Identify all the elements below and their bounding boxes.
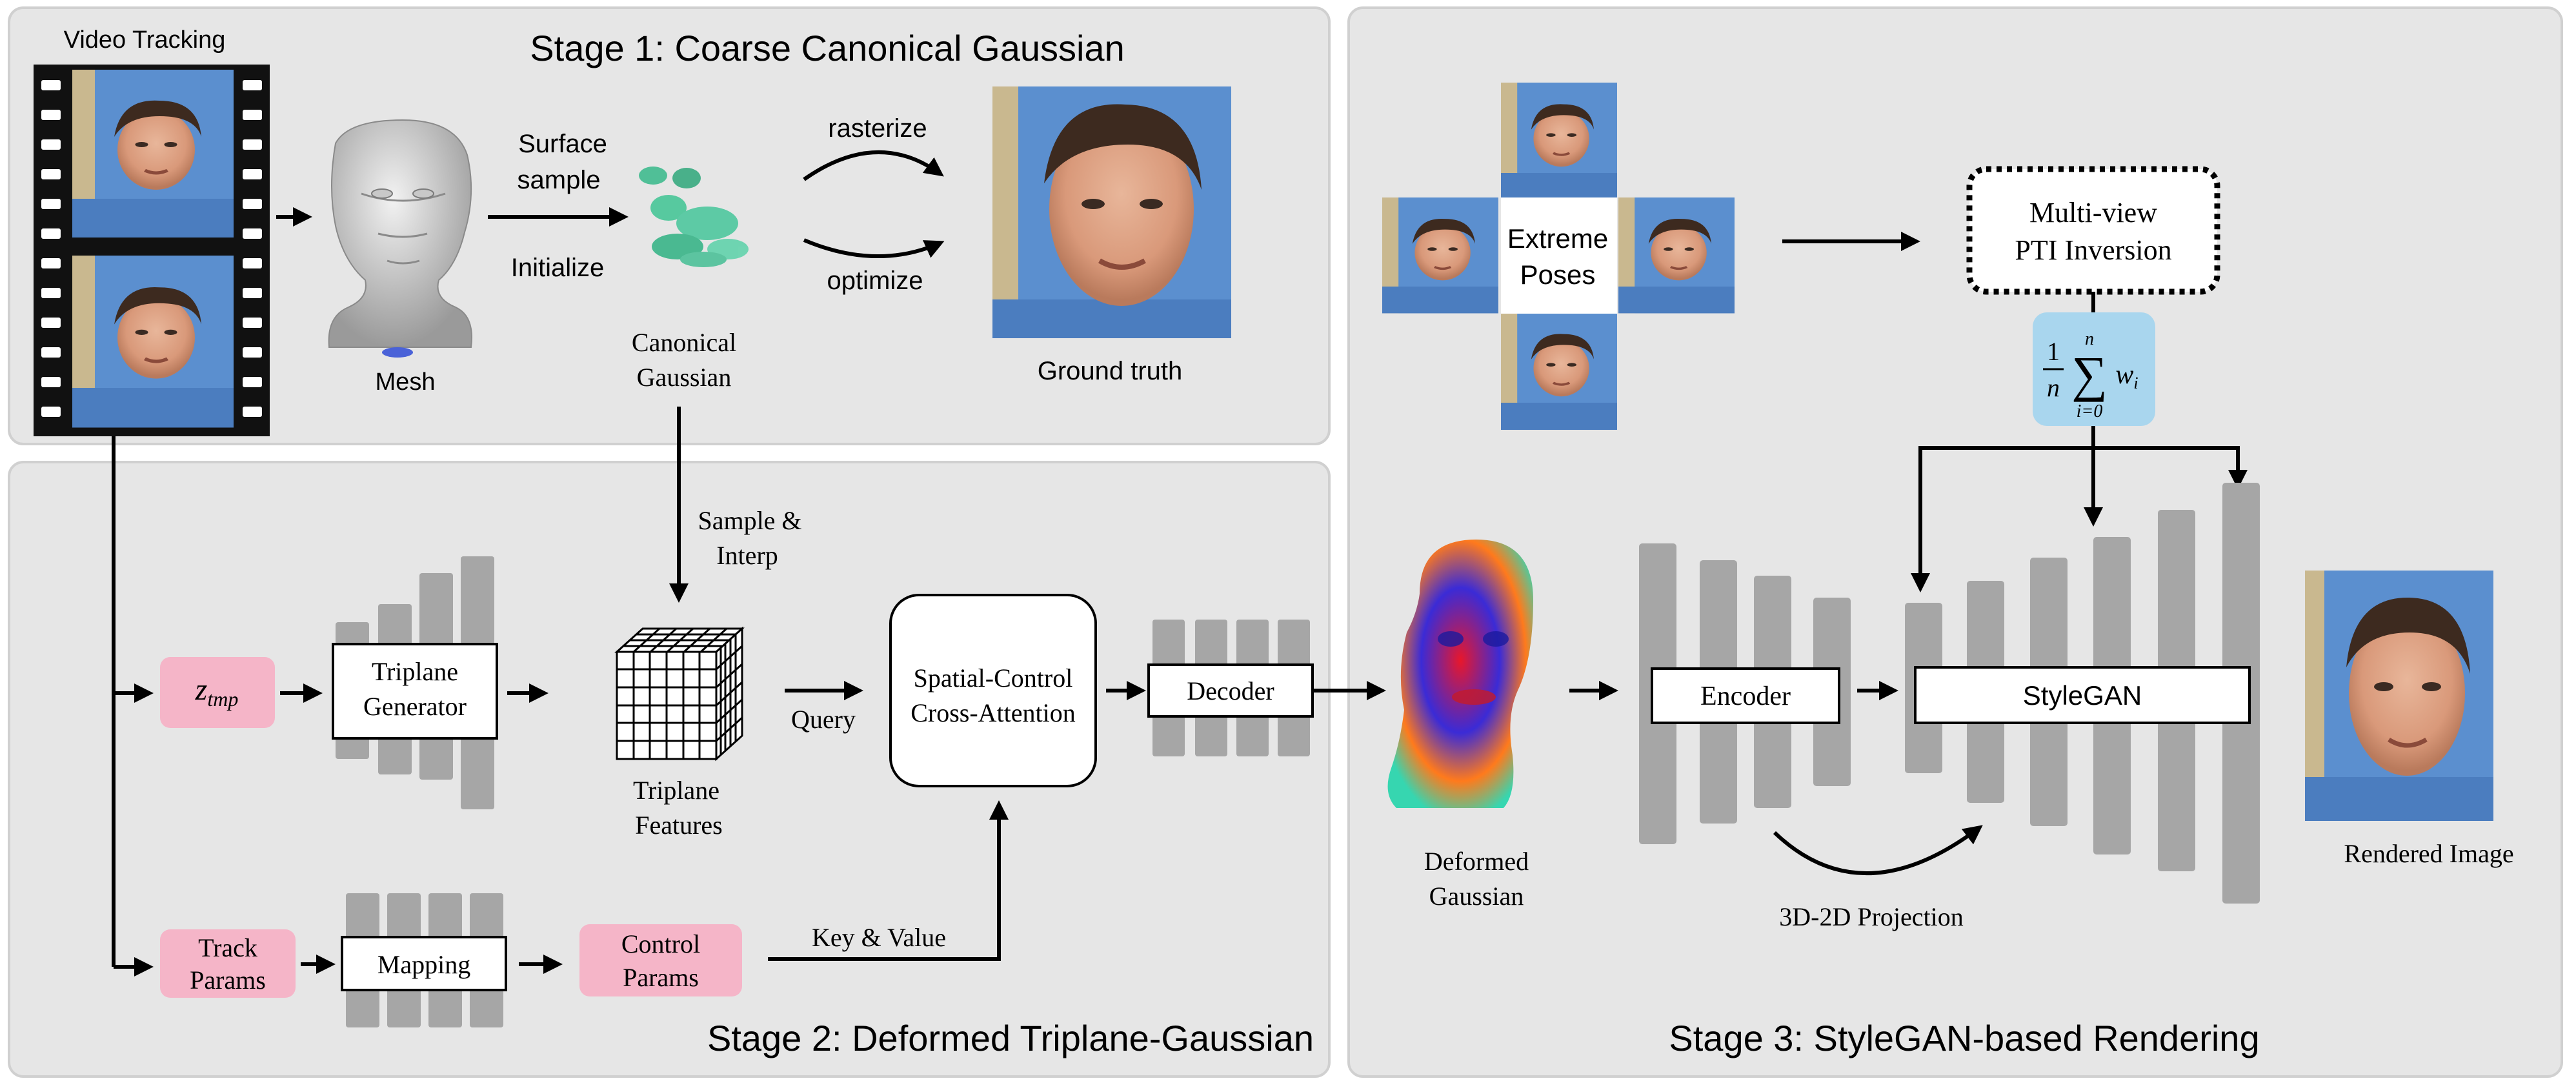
stylegan-label: StyleGAN — [2023, 680, 2142, 711]
average-formula: 1 n n ∑ i=0 wi — [2043, 329, 2138, 421]
key-value-label: Key & Value — [812, 923, 946, 952]
rendered-image — [2305, 571, 2493, 821]
deformed-line1: Deformed — [1424, 847, 1529, 876]
sample-interp-line1: Sample & — [698, 506, 801, 535]
mesh-head-icon — [328, 119, 472, 358]
mapping-label: Mapping — [377, 950, 470, 979]
svg-text:1: 1 — [2047, 337, 2060, 366]
triplane-generator-box — [332, 643, 498, 740]
svg-text:n: n — [2085, 329, 2094, 349]
deformed-line2: Gaussian — [1429, 882, 1524, 911]
encoder-box — [1651, 667, 1840, 724]
attention-line1: Spatial-Control — [914, 663, 1073, 693]
z-tmp-box — [160, 657, 275, 728]
svg-text:i=0: i=0 — [2077, 401, 2103, 421]
control-line1: Control — [621, 929, 700, 958]
extreme-poses-grid — [1382, 83, 1735, 430]
video-frame-1 — [72, 70, 234, 238]
canonical-gaussian-icon — [639, 167, 749, 267]
ground-truth-label: Ground truth — [1038, 357, 1183, 385]
track-line1: Track — [198, 933, 257, 962]
pose-left — [1382, 197, 1498, 313]
optimize-label: optimize — [827, 267, 923, 295]
decoder-box — [1147, 663, 1314, 718]
video-film-strip — [34, 65, 270, 436]
query-label: Query — [791, 705, 856, 734]
svg-text:n: n — [2047, 373, 2060, 402]
track-params-box — [160, 929, 296, 998]
rendered-label: Rendered Image — [2344, 839, 2513, 868]
pose-bottom — [1501, 312, 1617, 430]
triplane-gen-line1: Triplane — [372, 657, 458, 686]
svg-text:∑: ∑ — [2071, 346, 2108, 402]
control-params-box — [579, 924, 742, 996]
video-frame-2 — [72, 256, 234, 428]
surface-sample-line2: sample — [518, 166, 601, 194]
pti-line1: Multi-view — [2029, 197, 2157, 228]
extreme-line1: Extreme — [1507, 223, 1608, 254]
attention-line2: Cross-Attention — [911, 698, 1076, 727]
stage2-title: Stage 2: Deformed Triplane-Gaussian — [707, 1018, 1314, 1058]
triplane-feat-line2: Features — [635, 811, 723, 840]
stage1-title: Stage 1: Coarse Canonical Gaussian — [530, 28, 1124, 68]
rasterize-label: rasterize — [828, 114, 927, 143]
pose-right — [1618, 197, 1735, 313]
triplane-gen-line2: Generator — [363, 692, 467, 721]
control-line2: Params — [623, 963, 699, 992]
sample-interp-line2: Interp — [716, 541, 778, 570]
track-line2: Params — [190, 966, 266, 995]
deformed-gaussian-icon — [1387, 540, 1533, 808]
canonical-line2: Gaussian — [637, 363, 732, 392]
pose-top — [1501, 83, 1617, 200]
encoder-label: Encoder — [1700, 682, 1791, 711]
decoder-label: Decoder — [1187, 676, 1274, 705]
pti-inversion-box — [1966, 166, 2220, 295]
extreme-line2: Poses — [1520, 259, 1596, 290]
triplane-cube-icon — [614, 626, 745, 762]
projection-label: 3D-2D Projection — [1779, 902, 1964, 931]
triplane-feat-line1: Triplane — [633, 776, 719, 805]
video-tracking-label: Video Tracking — [64, 26, 226, 54]
stage3-title: Stage 3: StyleGAN-based Rendering — [1669, 1018, 2259, 1058]
average-formula-box — [2033, 312, 2155, 426]
pti-line2: PTI Inversion — [2015, 234, 2171, 266]
cross-attention-box — [889, 594, 1097, 787]
initialize-label: Initialize — [511, 254, 605, 282]
z-tmp-label: ztmp — [195, 672, 239, 711]
mapping-box — [341, 936, 507, 991]
canonical-line1: Canonical — [632, 328, 736, 357]
ground-truth-image — [992, 86, 1231, 338]
stylegan-box — [1914, 666, 2251, 724]
surface-sample-line1: Surface — [518, 130, 607, 158]
svg-text:wi: wi — [2115, 360, 2138, 392]
mesh-label: Mesh — [376, 369, 436, 396]
